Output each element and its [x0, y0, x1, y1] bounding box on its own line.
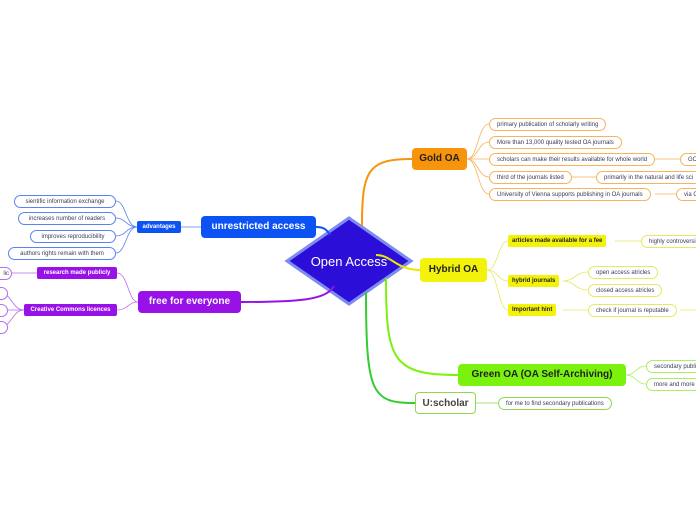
free-item-public[interactable]: lic	[0, 267, 12, 280]
advantages-node[interactable]: advantages	[137, 221, 181, 233]
unrestricted-access-node[interactable]: unrestricted access	[201, 216, 316, 238]
link-green	[385, 277, 459, 376]
gold-item-quality-journals[interactable]: More than 13,000 quality tested OA journ…	[489, 136, 622, 149]
free-sub-creative-commons[interactable]: Creative Commons licences	[24, 304, 117, 316]
hybrid-item-reputable[interactable]: check if journal is reputable	[588, 304, 677, 317]
gold-extra-via[interactable]: via O	[676, 188, 696, 201]
hybrid-item-closed-articles[interactable]: closed access atricles	[588, 284, 663, 297]
advantage-information-exchange[interactable]: sientific information exchange	[14, 195, 116, 208]
hybrid-sub-hint[interactable]: Important hint	[508, 304, 557, 316]
green-item-secondary[interactable]: secondary publi	[646, 360, 696, 373]
uscholar-node[interactable]: U:scholar	[415, 392, 476, 414]
gold-extra-gol[interactable]: GOL	[680, 153, 696, 166]
hybrid-oa-node[interactable]: Hybrid OA	[420, 258, 487, 282]
free-for-everyone-node[interactable]: free for everyone	[138, 291, 241, 313]
center-diamond	[284, 216, 414, 306]
hybrid-sub-journals[interactable]: hybrid journals	[508, 275, 560, 287]
link-unrestricted	[315, 226, 331, 236]
gold-item-vienna-support[interactable]: University of Vienna supports publishing…	[489, 188, 651, 201]
hybrid-item-open-articles[interactable]: open access atricles	[588, 266, 659, 279]
hybrid-item-controversial[interactable]: highly controversi	[641, 235, 696, 248]
gold-extra-natural-sciences[interactable]: primarily in the natural and life sci	[596, 171, 696, 184]
advantage-reproducibility[interactable]: improves reproducibility	[30, 230, 116, 243]
link-free	[240, 285, 335, 303]
free-sub-research-public[interactable]: research made publicly	[37, 267, 117, 279]
link-hybrid	[375, 254, 421, 271]
free-item-cc-2[interactable]	[0, 304, 8, 317]
link-uscholar	[365, 291, 416, 404]
free-item-cc-3[interactable]	[0, 321, 8, 334]
advantage-authors-rights[interactable]: authors rights remain with them	[8, 247, 116, 260]
green-item-more[interactable]: more and more	[646, 378, 696, 391]
link-gold	[361, 158, 413, 227]
gold-item-third-of-journals[interactable]: third of the journals listed	[489, 171, 572, 184]
center-topic-label[interactable]: Open Access	[310, 253, 388, 269]
gold-item-results-available[interactable]: scholars can make their results availabl…	[489, 153, 656, 166]
gold-oa-node[interactable]: Gold OA	[412, 148, 467, 170]
free-item-cc-1[interactable]	[0, 287, 8, 300]
hybrid-sub-fee[interactable]: articles made available for a fee	[508, 235, 607, 247]
gold-item-primary-publication[interactable]: primary publication of scholarly writing	[489, 118, 607, 131]
green-oa-node[interactable]: Green OA (OA Self-Archiving)	[458, 364, 626, 386]
advantage-readers[interactable]: increases number of readers	[18, 212, 116, 225]
uscholar-item-secondary[interactable]: for me to find secondary publications	[498, 397, 612, 410]
